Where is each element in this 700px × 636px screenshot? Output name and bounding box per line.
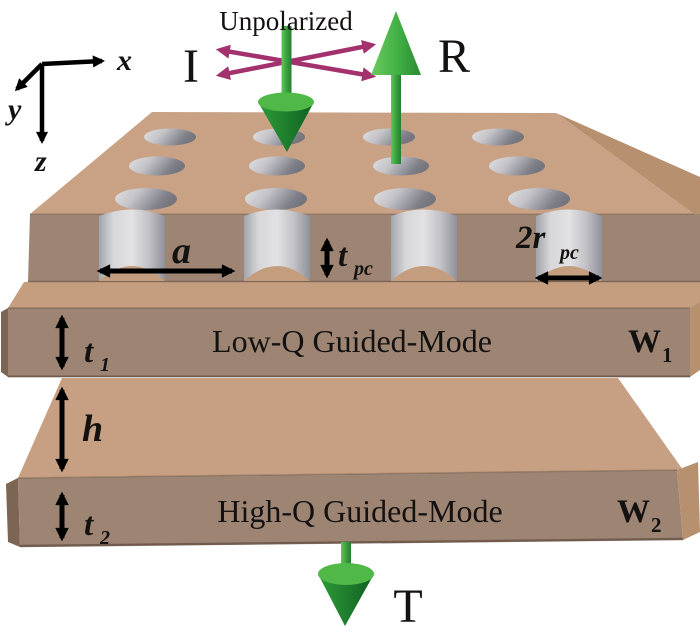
w2-slab: High-Q Guided-Mode W 2 bbox=[6, 378, 700, 548]
pc-hole bbox=[245, 188, 307, 210]
w2-top-surface bbox=[18, 378, 683, 478]
pc-top-surface bbox=[30, 112, 694, 214]
pc-thickness-subscript: pc bbox=[352, 258, 373, 280]
w2-top-edge bbox=[17, 469, 678, 479]
transmitted-cone-cap bbox=[318, 563, 374, 585]
w1-front-face bbox=[8, 308, 690, 377]
dimension-arrows bbox=[55, 237, 603, 542]
w1-thickness-subscript: 1 bbox=[100, 354, 110, 376]
incident-shaft bbox=[281, 26, 292, 103]
w2-name-subscript: 2 bbox=[651, 513, 662, 537]
lattice-constant-label: a bbox=[172, 230, 191, 272]
incident-beam-arrow bbox=[258, 26, 314, 152]
pc-hole bbox=[129, 156, 185, 176]
coordinate-axes bbox=[14, 55, 106, 145]
pc-hole bbox=[489, 156, 545, 176]
pc-hole bbox=[374, 188, 436, 210]
pc-half-cylinder bbox=[536, 209, 602, 281]
pc-hole-floor bbox=[244, 266, 310, 281]
w1-thickness-label: t bbox=[84, 334, 94, 370]
w1-left-face bbox=[1, 308, 8, 377]
transmitted-beam-arrow bbox=[318, 542, 374, 626]
w1-slab: Low-Q Guided-Mode W 1 bbox=[1, 282, 700, 378]
y-axis-label: y bbox=[5, 93, 22, 126]
w1-right-face bbox=[690, 302, 700, 377]
pc-half-cylinder bbox=[391, 209, 457, 281]
x-axis-arrow bbox=[41, 55, 106, 68]
w1-name-subscript: 1 bbox=[662, 343, 673, 367]
w1-mode-label: Low-Q Guided-Mode bbox=[212, 323, 492, 359]
pc-slab bbox=[28, 112, 700, 283]
w2-front-face bbox=[18, 470, 683, 547]
pc-hole bbox=[508, 188, 570, 210]
x-axis-label: x bbox=[116, 44, 132, 77]
incident-cone bbox=[258, 102, 314, 152]
w1-top-surface bbox=[8, 282, 700, 308]
z-axis-label: z bbox=[34, 145, 47, 178]
y-axis-arrow bbox=[14, 62, 44, 92]
incident-label: I bbox=[183, 40, 199, 93]
pc-hole bbox=[249, 156, 305, 176]
incident-cone-cap bbox=[258, 92, 314, 112]
w2-bottom-edge bbox=[19, 537, 684, 548]
pc-half-cylinder bbox=[244, 209, 310, 281]
w2-name: W bbox=[617, 494, 650, 530]
reflected-shaft bbox=[391, 70, 401, 164]
w2-mode-label: High-Q Guided-Mode bbox=[217, 493, 502, 529]
transmitted-shaft bbox=[341, 542, 351, 574]
w2-right-face bbox=[677, 462, 700, 540]
hole-diameter-subscript: pc bbox=[558, 242, 579, 264]
pc-hole bbox=[472, 128, 524, 146]
pc-hole bbox=[115, 188, 177, 210]
reflected-label: R bbox=[438, 30, 470, 83]
w2-thickness-subscript: 2 bbox=[99, 527, 110, 549]
transmitted-label: T bbox=[393, 580, 422, 633]
hole-diameter-label: 2r bbox=[515, 220, 547, 256]
pc-half-cylinder bbox=[99, 209, 165, 281]
pc-hole bbox=[363, 128, 415, 146]
unpolarized-label: Unpolarized bbox=[219, 6, 353, 36]
pc-hole bbox=[373, 156, 429, 176]
pc-hole-floor bbox=[391, 266, 457, 281]
pc-right-face bbox=[556, 113, 700, 214]
slab-gap-label: h bbox=[82, 408, 103, 450]
pc-front-half-holes bbox=[99, 209, 602, 281]
pc-hole bbox=[144, 128, 196, 146]
reflected-head bbox=[371, 11, 421, 75]
reflected-beam-arrow bbox=[371, 11, 421, 164]
w1-name: W bbox=[628, 324, 661, 360]
pc-thickness-label: t bbox=[338, 238, 348, 274]
unpolarized-cross-arrows bbox=[215, 40, 377, 82]
transmitted-cone bbox=[318, 574, 374, 626]
w2-thickness-label: t bbox=[84, 507, 94, 543]
polarization-arrow bbox=[215, 40, 377, 80]
w2-left-face bbox=[6, 478, 20, 547]
